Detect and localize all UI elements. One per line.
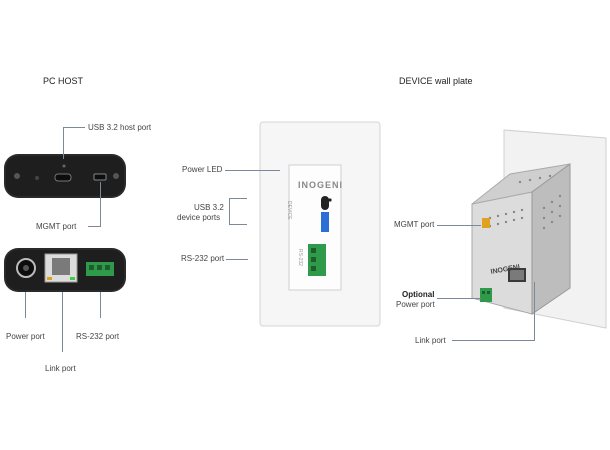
device-wall-plate-heading: DEVICE wall plate [399,76,473,86]
front-rs232-port-label: RS-232 port [181,254,225,263]
pc-rs232-port-label: RS-232 port [76,332,120,341]
pc-host-top-unit [4,154,126,198]
pc-mgmt-port-label: MGMT port [36,222,77,231]
pc-link-port-label: Link port [45,364,76,373]
front-rs232-vertical: RS-232 [297,249,303,266]
optional-power-port-label: Power port [396,300,435,309]
usb-device-ports-label-2: device ports [177,213,221,222]
usb-device-ports-label-1: USB 3.2 [194,203,224,212]
optional-label: Optional [402,290,435,299]
pc-power-port-label: Power port [6,332,45,341]
front-device-vertical: DEVICE [286,201,292,220]
usb-host-port-label: USB 3.2 host port [88,123,152,132]
wall-plate-front [259,121,381,327]
side-mgmt-port-label: MGMT port [394,220,435,229]
power-led-label: Power LED [182,165,223,174]
front-brand: INOGENI [298,180,344,190]
side-link-port-label: Link port [415,336,446,345]
pc-host-bottom-unit [4,248,126,292]
wall-plate-side-view [471,129,607,329]
pc-host-heading: PC HOST [43,76,84,86]
